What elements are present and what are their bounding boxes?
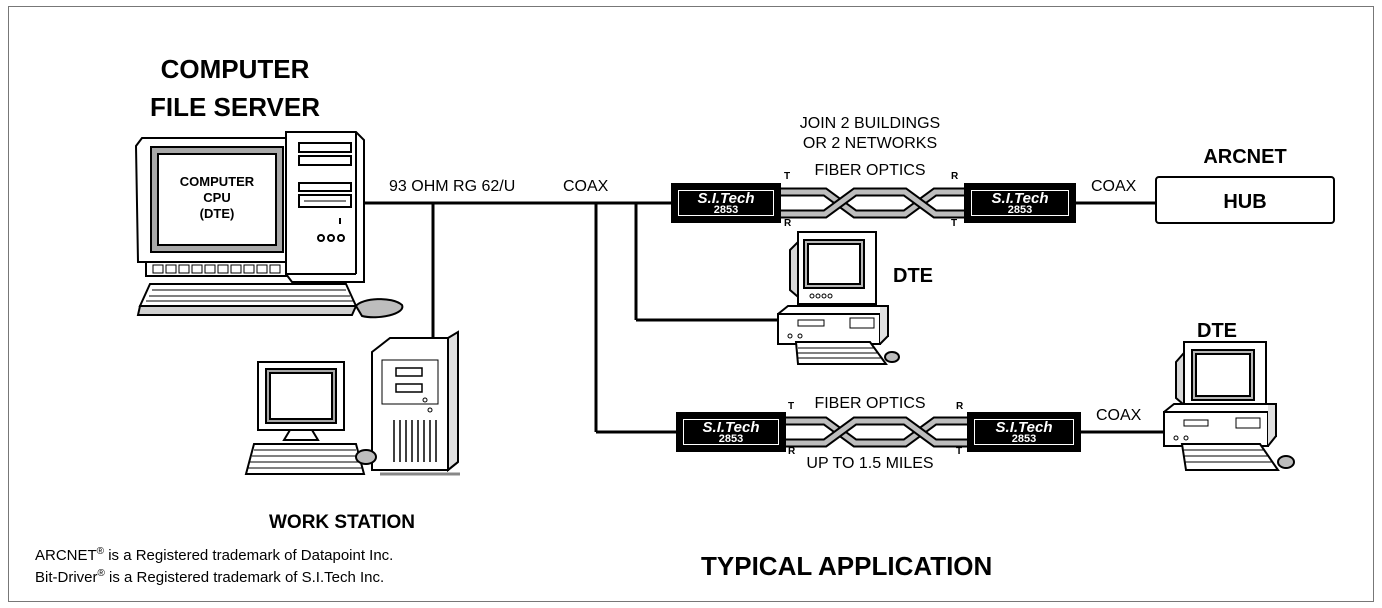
server-title-line2: FILE SERVER: [149, 92, 320, 122]
typical-application-title: TYPICAL APPLICATION: [701, 551, 993, 581]
tm-arcnet-mark: ®: [96, 546, 105, 557]
dte-2-base: [1163, 403, 1277, 447]
port-r-top-right: R: [951, 171, 959, 182]
coax-label-hub: COAX: [1091, 178, 1137, 195]
unit-brand: S.I.Tech: [697, 190, 755, 207]
server-screen-line2: CPU: [203, 190, 231, 205]
port-t-top-left: T: [784, 171, 791, 182]
dte-label-2: DTE: [1197, 320, 1237, 342]
unit-model: 2853: [718, 433, 744, 445]
coax-label-left: COAX: [563, 178, 609, 195]
unit-brand: S.I.Tech: [702, 419, 760, 436]
tm-arcnet-text: is a Registered trademark of Datapoint I…: [104, 547, 394, 564]
join-networks-label: OR 2 NETWORKS: [802, 135, 938, 152]
port-r-bottom-right: R: [956, 401, 964, 412]
server-screen-line3: (DTE): [199, 206, 235, 221]
server-screen-line1: COMPUTER: [179, 174, 255, 189]
port-t-top-right: T: [951, 218, 958, 229]
si-tech-unit-bottom-right: S.I.Tech 2853: [967, 412, 1081, 452]
coax-label-dte2: COAX: [1096, 407, 1142, 424]
unit-model: 2853: [1007, 204, 1033, 216]
server-mouse: [354, 298, 404, 319]
port-t-bottom-left: T: [788, 401, 795, 412]
tm-bitdriver-name: Bit-Driver: [35, 569, 98, 586]
server-title-line1: COMPUTER: [160, 54, 310, 84]
trademark-bit-driver: Bit-Driver® is a Registered trademark of…: [35, 568, 385, 586]
distance-label: UP TO 1.5 MILES: [806, 455, 934, 472]
port-r-bottom-left: R: [788, 446, 796, 457]
workstation-monitor: [257, 361, 345, 441]
diagram-frame: [8, 6, 1374, 602]
tm-arcnet-name: ARCNET: [35, 547, 97, 564]
server-monitor: [134, 137, 297, 277]
dte-1-base: [777, 305, 889, 345]
trademark-arcnet: ARCNET® is a Registered trademark of Dat…: [35, 546, 394, 564]
hub-label: HUB: [1223, 191, 1267, 213]
dte-label-1: DTE: [893, 265, 933, 287]
si-tech-unit-bottom-left: S.I.Tech 2853: [676, 412, 786, 452]
fiber-pair-top: [776, 187, 969, 219]
si-tech-unit-top-left: S.I.Tech 2853: [671, 183, 781, 223]
fiber-optics-label-top: FIBER OPTICS: [814, 162, 926, 179]
join-buildings-label: JOIN 2 BUILDINGS: [799, 115, 941, 132]
unit-model: 2853: [1011, 433, 1037, 445]
server-keyboard: [136, 283, 358, 316]
arcnet-label: ARCNET: [1203, 146, 1287, 168]
unit-model: 2853: [713, 204, 739, 216]
arcnet-hub: HUB: [1155, 176, 1335, 224]
port-r-top-left: R: [784, 218, 792, 229]
tm-bitdriver-text: is a Registered trademark of S.I.Tech In…: [104, 569, 385, 586]
dte-1-keyboard: [794, 341, 900, 365]
unit-brand: S.I.Tech: [995, 419, 1053, 436]
si-tech-unit-top-right: S.I.Tech 2853: [964, 183, 1076, 223]
tm-bitdriver-mark: ®: [97, 568, 105, 579]
port-t-bottom-right: T: [956, 446, 963, 457]
unit-brand: S.I.Tech: [991, 190, 1049, 207]
workstation-keyboard: [244, 443, 377, 475]
fiber-optics-label-bottom: FIBER OPTICS: [814, 395, 926, 412]
dte-1-monitor: [789, 231, 877, 313]
cable-type-label: 93 OHM RG 62/U: [389, 178, 516, 195]
fiber-pair-bottom: [781, 416, 972, 448]
workstation-label: WORK STATION: [269, 512, 415, 533]
workstation-tower: [371, 330, 460, 476]
dte-2-keyboard: [1180, 443, 1295, 471]
server-tower: [285, 131, 365, 283]
